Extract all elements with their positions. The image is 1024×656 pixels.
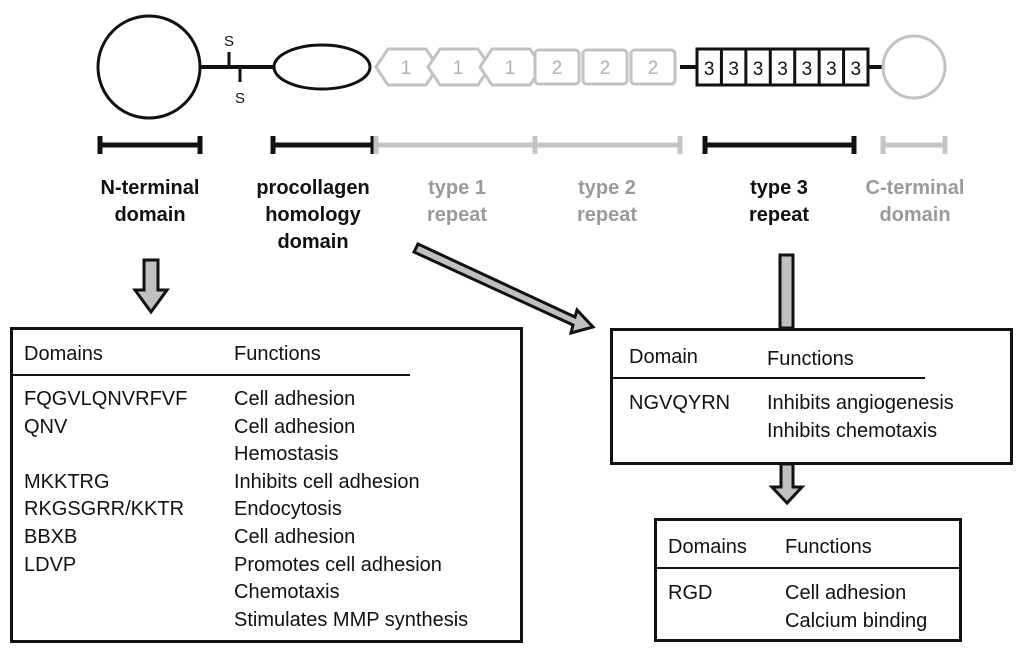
row-domain: QNV (24, 415, 68, 438)
label-n-terminal: N-terminal domain (80, 175, 220, 229)
label-line: domain (277, 231, 349, 253)
type2-box (581, 48, 629, 86)
down-arrow-n-terminal (132, 258, 170, 315)
header-divider (613, 377, 925, 379)
row-function: Cell adhesion (234, 415, 356, 438)
label-type1: type 1 repeat (397, 175, 517, 229)
c-terminal-globe (881, 34, 947, 100)
header-domains: Domains (24, 343, 103, 365)
row-function: Promotes cell adhesion (234, 553, 442, 576)
label-line: type 3 (750, 177, 808, 199)
type1-repeats: 1 1 1 (374, 47, 544, 87)
row-domain: FQGVLQNVRFVF (24, 388, 188, 410)
type3-repeat-label: 3 (753, 59, 764, 80)
label-line: repeat (576, 204, 638, 226)
header-divider (13, 374, 410, 376)
n-terminal-table: Domains Functions FQGVLQNVRFVF Cell adhes… (10, 327, 523, 643)
label-type2: type 2 repeat (547, 175, 667, 229)
row-function: Inhibits cell adhesion (234, 470, 420, 493)
type3-repeat-label: 3 (777, 59, 788, 80)
type2-repeats: 2 2 2 (533, 48, 677, 86)
c-terminal-span (880, 136, 948, 154)
down-arrow-type3 (768, 462, 806, 506)
type3-repeat-label: 3 (850, 59, 861, 80)
disulfide-label-bottom: S (235, 90, 245, 107)
n-terminal-globe (96, 14, 202, 120)
type3-repeat-label: 3 (704, 59, 715, 80)
label-line: type 1 (428, 177, 486, 199)
row-function: Endocytosis (234, 498, 342, 521)
row-function: Calcium binding (785, 610, 928, 632)
header-functions: Functions (234, 343, 321, 365)
row-function: Inhibits angiogenesis (767, 392, 954, 414)
row-domain: RGD (668, 582, 713, 604)
n-terminal-span (97, 136, 203, 154)
row-function: Chemotaxis (234, 581, 340, 604)
procollagen-table: Domain Functions NGVQYRN Inhibits angioge… (610, 328, 1013, 465)
label-type3: type 3 repeat (719, 175, 839, 229)
label-line: N-terminal (100, 177, 200, 199)
label-line: domain (114, 204, 186, 226)
header-domains: Domains (668, 536, 747, 558)
type2-repeat-label: 2 (600, 58, 611, 79)
row-function: Hemostasis (234, 443, 339, 466)
type3-repeat-label: 3 (826, 59, 837, 80)
label-line: type 2 (578, 177, 636, 199)
type1-span (373, 136, 535, 154)
row-function: Cell adhesion (234, 388, 356, 410)
label-line: homology (265, 204, 361, 226)
row-domain: LDVP (24, 553, 77, 576)
label-c-terminal: C-terminal domain (850, 175, 980, 229)
type1-repeat-label: 1 (401, 58, 412, 79)
row-function: Stimulates MMP synthesis (234, 608, 469, 631)
procollagen-ellipse (272, 43, 372, 91)
row-function: Cell adhesion (785, 582, 907, 604)
row-domain: MKKTRG (24, 470, 110, 493)
label-line: procollagen (256, 177, 370, 199)
type2-span (532, 136, 683, 154)
connector-bar-type3 (778, 253, 795, 330)
label-line: repeat (426, 204, 488, 226)
label-line: C-terminal (865, 177, 965, 199)
procollagen-span (270, 136, 376, 154)
row-function: Inhibits chemotaxis (767, 420, 938, 442)
header-divider (657, 567, 959, 569)
type1-repeat-label: 1 (453, 58, 464, 79)
type2-box (629, 48, 677, 86)
row-function: Cell adhesion (234, 526, 356, 548)
label-line: domain (879, 204, 951, 226)
header-functions: Functions (767, 348, 854, 370)
row-domain: BBXB (24, 526, 78, 548)
label-line: repeat (748, 204, 810, 226)
header-domain: Domain (629, 346, 698, 368)
type2-repeat-label: 2 (648, 58, 659, 79)
type3-repeat-label: 3 (728, 59, 739, 80)
type3-frame (695, 47, 870, 87)
header-functions: Functions (785, 536, 872, 558)
type1-repeat-label: 1 (505, 58, 516, 79)
type3-span (702, 136, 857, 154)
type3-repeat-label: 3 (802, 59, 813, 80)
row-domain: NGVQYRN (629, 392, 731, 414)
type2-repeat-label: 2 (552, 58, 563, 79)
label-procollagen: procollagen homology domain (243, 175, 383, 256)
diagonal-arrow-procollagen (411, 242, 596, 336)
disulfide-label-top: S (224, 33, 234, 50)
row-domain: RKGSGRR/KKTR (24, 498, 185, 521)
type2-box (533, 48, 581, 86)
